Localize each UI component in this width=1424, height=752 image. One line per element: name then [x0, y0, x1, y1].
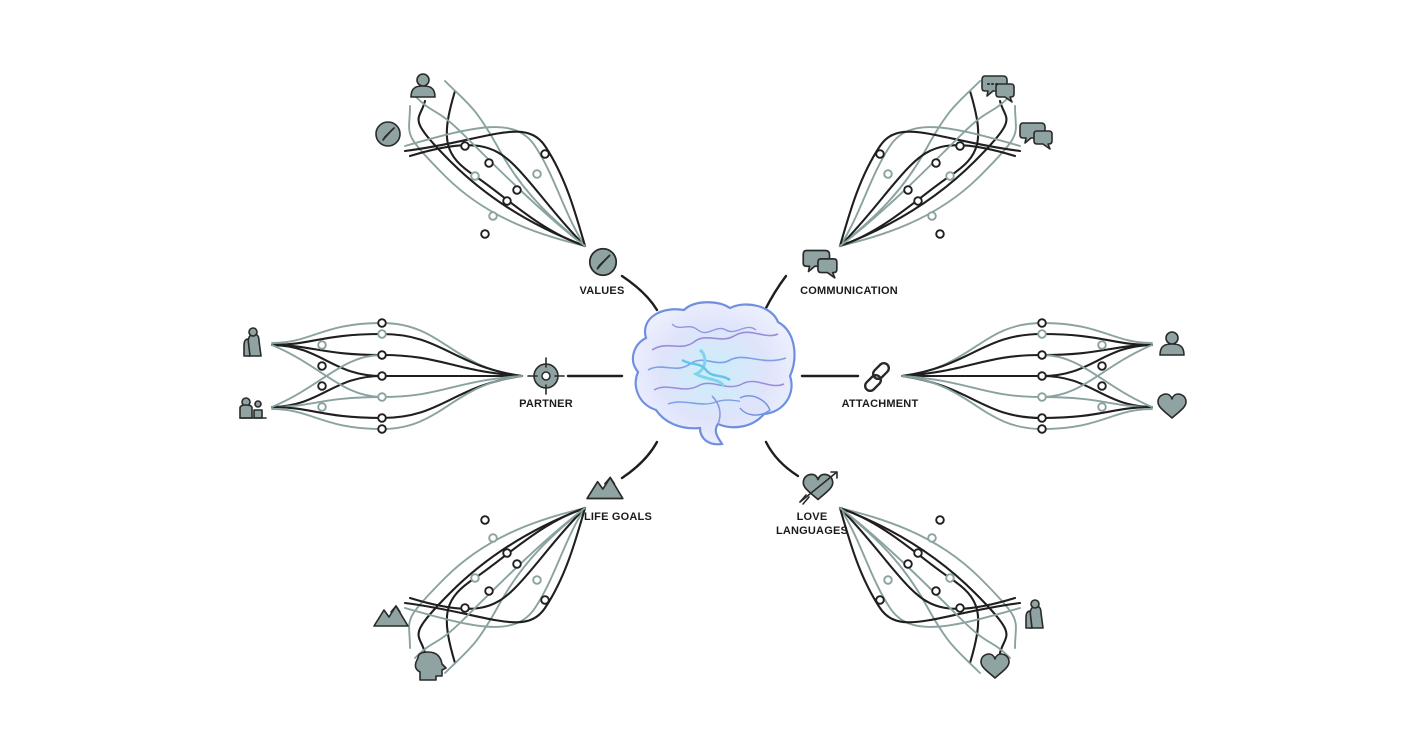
spoke-life-goals — [620, 440, 659, 480]
heart-arrow-icon — [799, 471, 838, 505]
love-languages-end-icons — [980, 599, 1044, 679]
couple-at-table-icon — [239, 397, 267, 419]
label-love-languages-line2: LANGUAGES — [776, 525, 848, 537]
fan-values — [403, 79, 587, 248]
brain-illustration — [631, 301, 796, 446]
couple-silhouette-icon — [243, 327, 262, 357]
partner-end-icons — [239, 327, 267, 419]
label-attachment: ATTACHMENT — [842, 398, 919, 410]
fan-love-languages — [838, 506, 1022, 675]
label-values: VALUES — [579, 285, 624, 297]
speech-bubbles-icon — [802, 249, 838, 279]
spoke-love-languages — [764, 440, 800, 478]
fan-partner — [270, 318, 524, 434]
head-profile-icon — [414, 651, 447, 681]
spoke-communication — [763, 274, 788, 312]
attachment-end-icons — [1157, 331, 1187, 419]
mountains-icon — [586, 476, 624, 500]
chat-bubbles-icon — [981, 75, 1015, 103]
label-partner: PARTNER — [519, 398, 573, 410]
compass-icon — [375, 121, 401, 147]
person-icon — [410, 73, 436, 98]
compass-icon — [588, 247, 618, 277]
heart-icon — [1157, 393, 1187, 419]
spokes — [566, 274, 860, 480]
mountains-icon — [373, 605, 409, 627]
heart-icon — [980, 653, 1010, 679]
communication-end-icons — [981, 75, 1053, 150]
label-communication: COMMUNICATION — [800, 285, 898, 297]
speech-bubbles-icon — [1019, 122, 1053, 150]
life-goals-end-icons — [373, 605, 447, 681]
person-icon — [1159, 331, 1185, 356]
fan-life-goals — [403, 506, 587, 675]
target-icon — [527, 357, 565, 395]
couple-silhouette-icon — [1025, 599, 1044, 629]
fan-communication — [838, 79, 1022, 248]
label-love-languages-line1: LOVE — [797, 511, 828, 523]
fan-attachment — [900, 318, 1154, 434]
label-life-goals: LIFE GOALS — [584, 511, 652, 523]
spoke-values — [620, 274, 659, 312]
chain-link-icon — [863, 361, 891, 393]
